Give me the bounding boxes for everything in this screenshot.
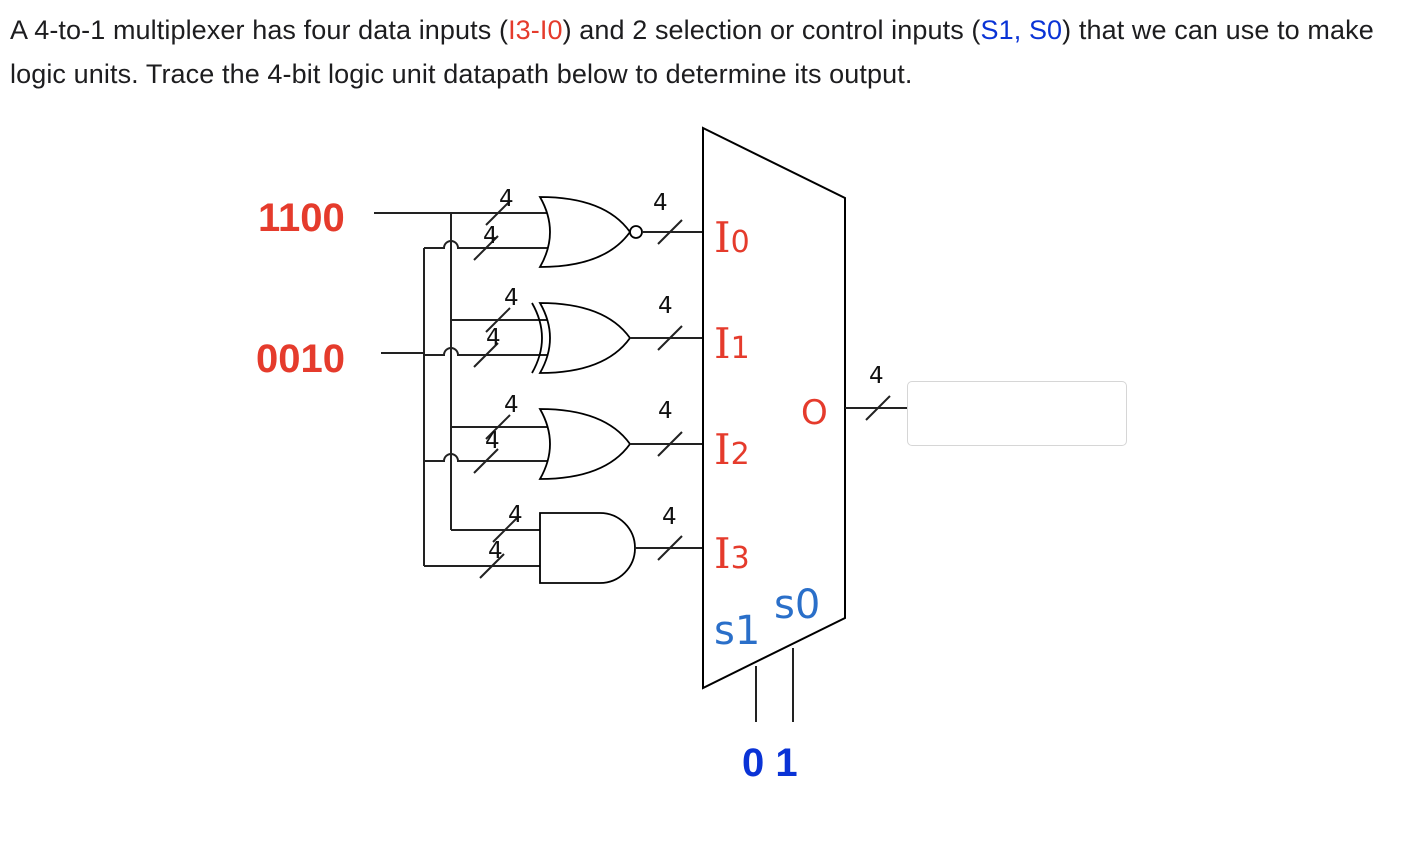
bus-width-label: 4	[508, 502, 523, 528]
bus-width-label: 4	[499, 186, 514, 212]
question-text: A 4-to-1 multiplexer has four data input…	[10, 15, 1374, 89]
mux-s0-label: s0	[774, 582, 820, 628]
bus-width-label: 4	[486, 325, 501, 351]
nor-gate	[538, 196, 643, 268]
xor-gate	[531, 302, 632, 374]
input-b-wires	[381, 240, 548, 567]
mux-input-labels: I0 I1 I2 I3	[714, 213, 750, 578]
input-a-value: 1100	[258, 196, 345, 240]
bus-width-label: 4	[869, 363, 884, 389]
answer-input[interactable]	[907, 381, 1127, 446]
bus-width-label: 4	[504, 392, 519, 418]
data-inputs-label: I3-I0	[508, 15, 563, 45]
svg-text:I3: I3	[714, 529, 750, 578]
select-lines	[755, 648, 794, 722]
svg-text:I1: I1	[714, 319, 750, 368]
mux-body	[702, 126, 846, 690]
bus-width-label: 4	[485, 428, 500, 454]
bus-width-label: 4	[658, 293, 673, 319]
svg-text:I0: I0	[714, 213, 750, 262]
bus-width-label: 4	[662, 504, 677, 530]
bus-width-label: 4	[658, 398, 673, 424]
mux-output-label: O	[801, 393, 828, 433]
input-b-value: 0010	[256, 337, 345, 381]
input-a-wires	[374, 212, 548, 531]
gate-output-wires: 4 4 4 4	[630, 190, 706, 561]
output-bus: 4	[845, 363, 907, 421]
bus-width-label: 4	[504, 285, 519, 311]
and-gate	[539, 512, 636, 584]
bus-width-label: 4	[488, 538, 503, 564]
svg-text:I2: I2	[714, 425, 750, 474]
bus-width-label: 4	[653, 190, 668, 216]
mux-s1-label: s1	[714, 608, 760, 654]
gate-input-bus-markers: 4 4 4 4 4 4 4 4	[473, 186, 523, 579]
bus-width-label: 4	[483, 223, 498, 249]
or-gate	[538, 408, 632, 480]
select-values: 0 1	[742, 741, 798, 785]
select-inputs-label: S1, S0	[980, 15, 1063, 45]
